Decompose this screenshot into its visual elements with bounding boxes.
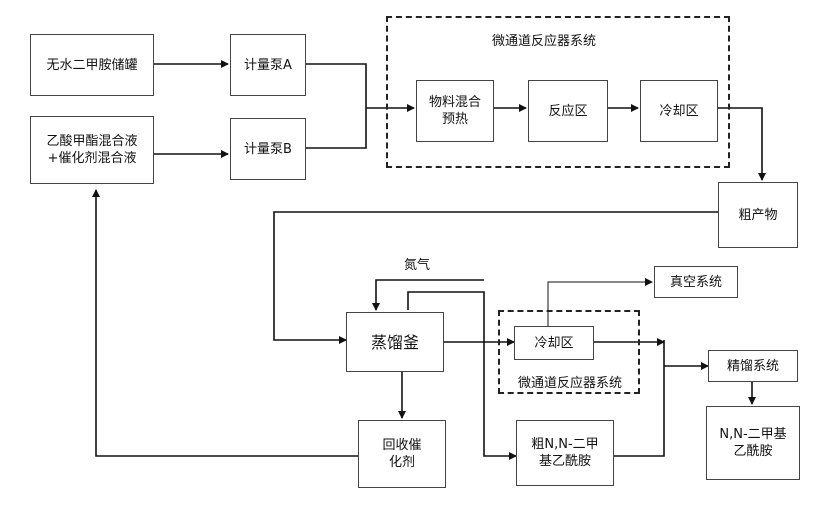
arrow-still-to-crude-dmac (407, 291, 517, 460)
line-merge-vertical (614, 340, 665, 457)
crude-product: 粗产物 (718, 182, 798, 248)
microchannel-reactor-group-top (386, 16, 730, 168)
recovered-catalyst: 回收催化剂 (358, 420, 446, 488)
arrow-cooling-to-crude (718, 107, 766, 181)
methyl-acetate-catalyst-mix: 乙酸甲酯混合液+催化剂混合液 (30, 116, 154, 184)
microchannel-reactor-group-bottom-label: 微通道反应器系统 (518, 376, 623, 391)
arrow-pump-a-to-preheat (306, 63, 367, 108)
arrow-nitrogen-to-still (372, 279, 484, 311)
arrow-catalyst-recycle (92, 189, 358, 457)
metering-pump-b: 计量泵B (230, 118, 306, 180)
mixing-preheat: 物料混合预热 (416, 80, 494, 142)
metering-pump-a: 计量泵A (230, 34, 306, 96)
rectification-system: 精馏系统 (708, 350, 798, 382)
cooling-zone-top: 冷却区 (640, 80, 718, 142)
dimethylamine-tank: 无水二甲胺储罐 (30, 34, 154, 96)
arrow-pump-b-to-preheat (306, 108, 367, 149)
dmac-product: N,N-二甲基乙酰胺 (706, 406, 800, 480)
reaction-zone: 反应区 (528, 80, 608, 142)
microchannel-reactor-group-bottom (498, 310, 640, 394)
nitrogen-label: 氮气 (404, 258, 431, 273)
arrow-cooling-2-to-vacuum (547, 278, 653, 328)
crude-dmac: 粗N,N-二甲基乙酰胺 (516, 420, 614, 486)
vacuum-system: 真空系统 (654, 266, 738, 298)
distillation-still: 蒸馏釜 (346, 312, 444, 372)
arrow-crude-to-still (273, 211, 718, 344)
cooling-zone-bottom: 冷却区 (514, 326, 594, 360)
microchannel-reactor-group-top-label: 微通道反应器系统 (492, 34, 597, 49)
